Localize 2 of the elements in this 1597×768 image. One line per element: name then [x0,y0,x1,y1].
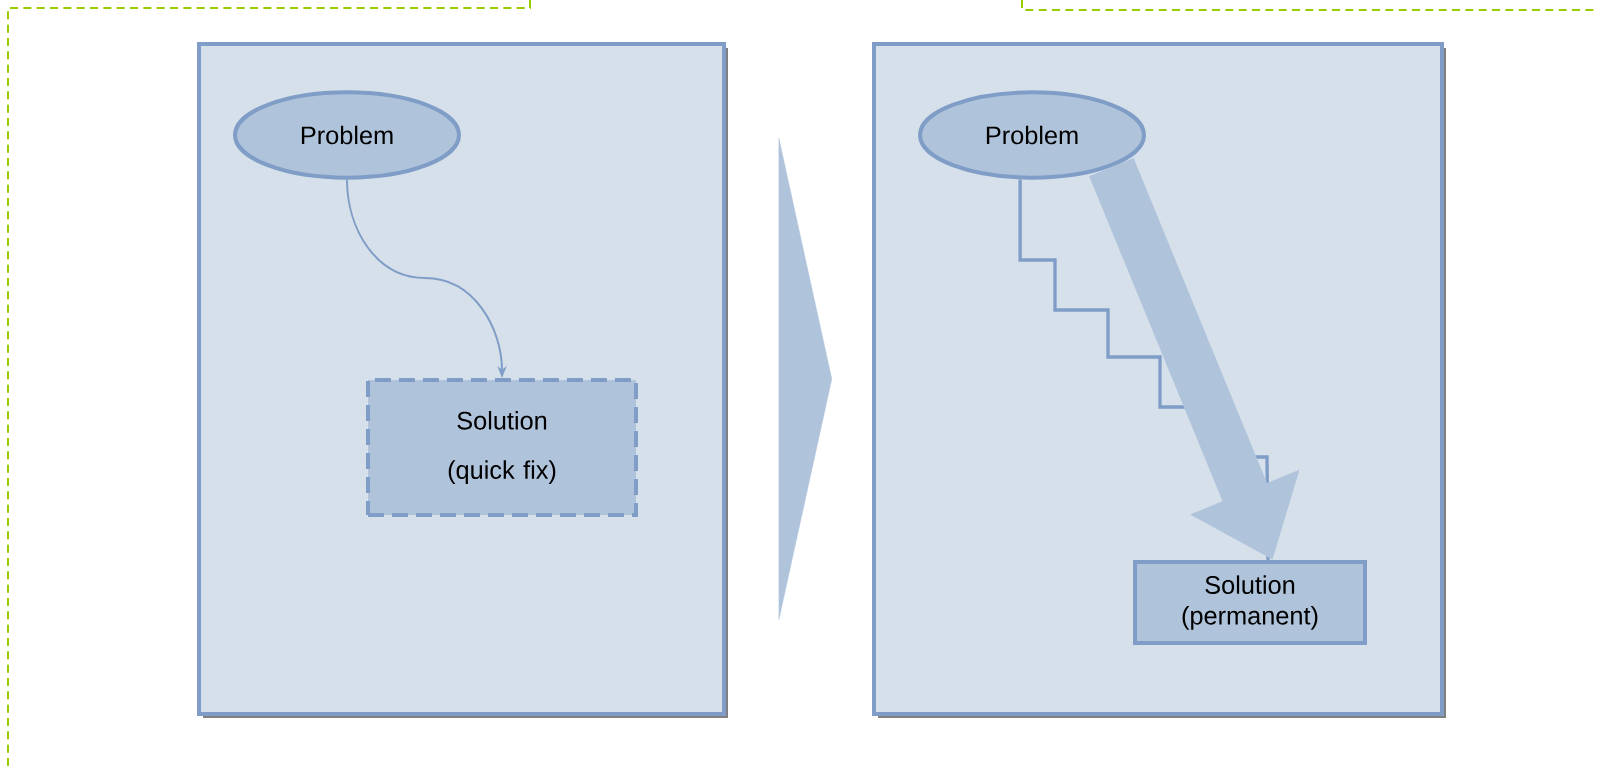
solution-box: Solution (quick fix) [366,378,638,517]
solution-box: Solution (permanent) [1133,559,1367,646]
